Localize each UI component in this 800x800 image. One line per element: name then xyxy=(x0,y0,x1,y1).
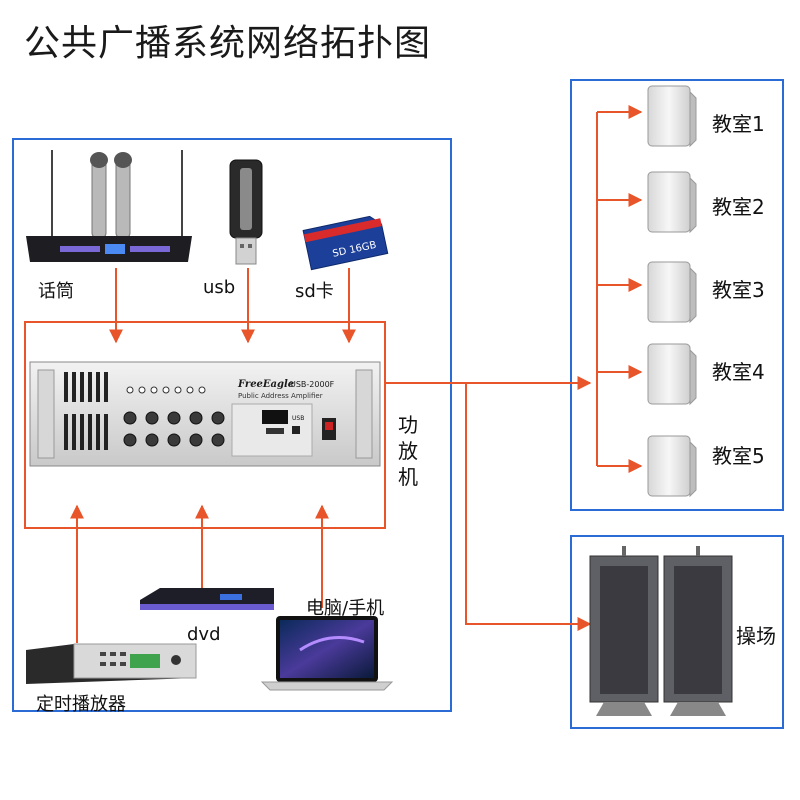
laptop-image xyxy=(260,616,394,691)
label-amplifier-char-0: 功 xyxy=(398,413,418,437)
microphone-receiver-image xyxy=(26,150,192,262)
label-classroom-2: 教室2 xyxy=(712,195,765,219)
label-classroom-4: 教室4 xyxy=(712,360,765,384)
amplifier-subtitle: Public Address Amplifier xyxy=(238,392,323,400)
amplifier-unit-image: FreeEagle USB-2000F Public Address Ampli… xyxy=(29,361,381,467)
page-title: 公共广播系统网络拓扑图 xyxy=(24,23,432,64)
label-playground: 操场 xyxy=(736,624,776,648)
classroom-speaker-3 xyxy=(647,261,697,324)
classroom-speaker-1 xyxy=(647,85,697,148)
dvd-player-image xyxy=(140,588,274,610)
column-speaker-2 xyxy=(663,546,733,716)
timer-player-image xyxy=(26,643,197,684)
label-classroom-5: 教室5 xyxy=(712,444,765,468)
sd-card-image: SD 16GB xyxy=(302,215,389,271)
label-sd: sd卡 xyxy=(295,281,334,302)
column-speaker-1 xyxy=(589,546,659,716)
label-amplifier-char-1: 放 xyxy=(398,439,418,463)
label-amplifier: 功放机 xyxy=(396,412,420,490)
label-classroom-3: 教室3 xyxy=(712,278,765,302)
amplifier-frame xyxy=(24,321,386,529)
label-pc: 电脑/手机 xyxy=(306,598,385,619)
classroom-frame xyxy=(570,79,784,511)
label-amplifier-char-2: 机 xyxy=(398,465,418,489)
amplifier-model: USB-2000F xyxy=(290,380,335,389)
classroom-speaker-5 xyxy=(647,435,697,498)
main-frame xyxy=(12,138,452,712)
label-dvd: dvd xyxy=(187,624,221,645)
label-usb: usb xyxy=(203,277,236,298)
label-classroom-1: 教室1 xyxy=(712,112,765,136)
playground-frame xyxy=(570,535,784,729)
label-mic: 话筒 xyxy=(38,281,74,302)
classroom-speaker-2 xyxy=(647,171,697,234)
label-timer-player: 定时播放器 xyxy=(36,694,126,715)
arrows-bottom-sources xyxy=(70,504,329,643)
usb-drive-image xyxy=(229,159,263,265)
arrows-output xyxy=(386,105,643,631)
amplifier-usb-port-label: USB xyxy=(292,415,304,422)
classroom-speaker-4 xyxy=(647,343,697,406)
arrows-top-sources xyxy=(109,268,356,344)
amplifier-brand: FreeEagle xyxy=(237,379,294,390)
